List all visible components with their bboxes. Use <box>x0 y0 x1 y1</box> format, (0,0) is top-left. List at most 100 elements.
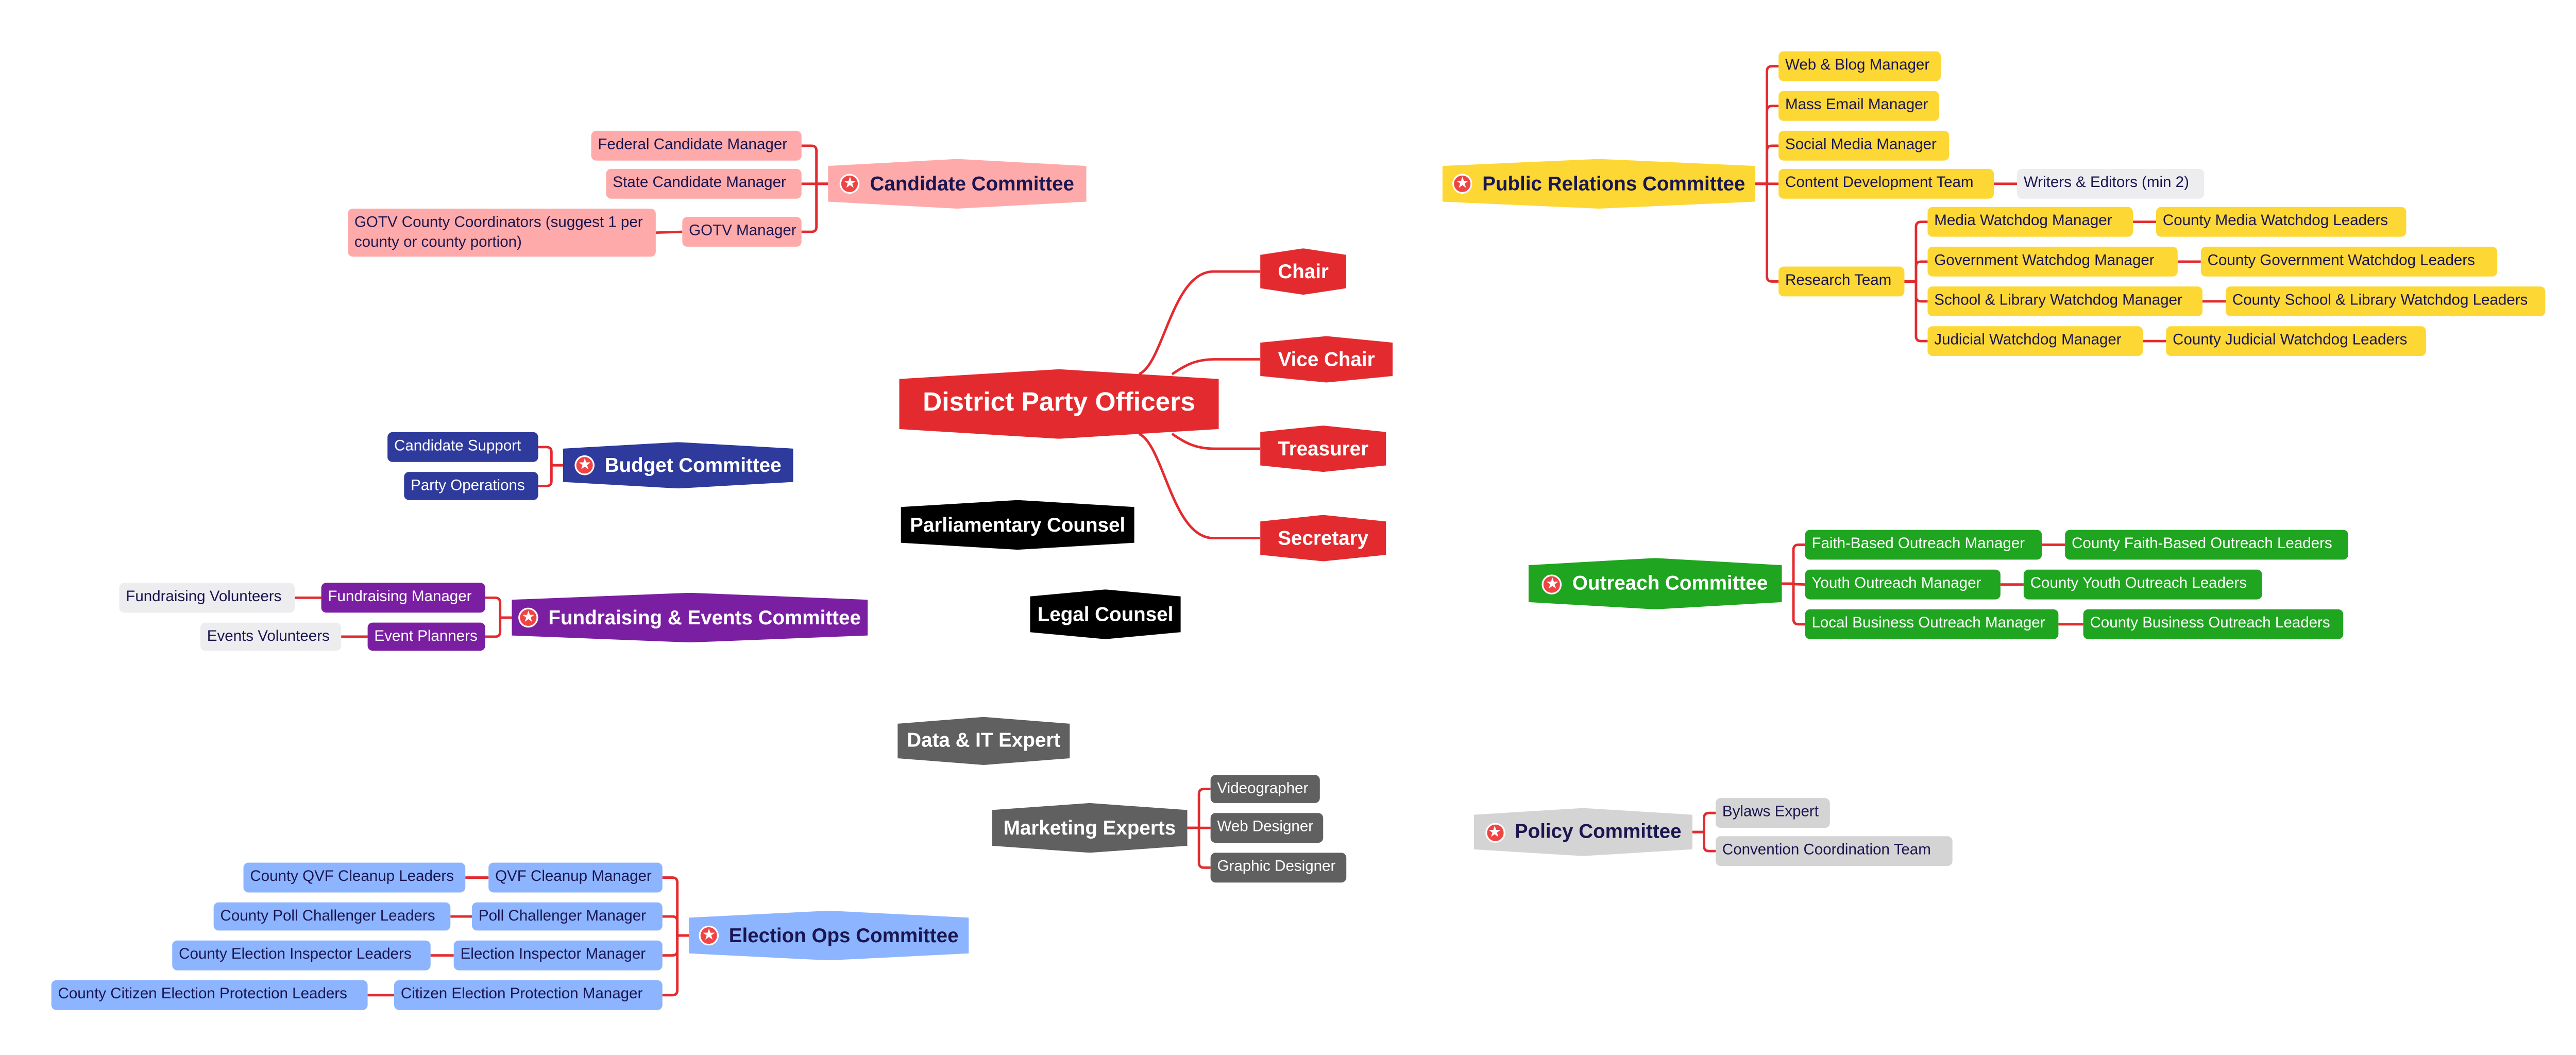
central-topic[interactable]: District Party Officers <box>899 369 1219 439</box>
election-ops-manager[interactable]: Poll Challenger Manager <box>472 902 663 931</box>
candidate-manager[interactable]: GOTV Manager <box>682 217 802 247</box>
pr-member[interactable]: Content Development Team <box>1778 168 1994 199</box>
fundraising-volunteers[interactable]: Fundraising Volunteers <box>119 583 295 613</box>
outreach-manager[interactable]: Local Business Outreach Manager <box>1805 609 2059 639</box>
connector-line <box>1187 788 1211 829</box>
connector-line <box>655 230 683 234</box>
gotv-county-coordinators[interactable]: GOTV County Coordinators (suggest 1 per … <box>348 209 656 257</box>
node-label: QVF Cleanup Manager <box>495 868 652 885</box>
connector-line <box>485 616 512 638</box>
outreach-leaders[interactable]: County Faith-Based Outreach Leaders <box>2065 530 2348 560</box>
star-icon: ★ <box>1543 573 1563 594</box>
pr-member[interactable]: Web & Blog Manager <box>1778 51 1941 81</box>
policy-member[interactable]: Convention Coordination Team <box>1716 836 1953 866</box>
node-label: County Election Inspector Leaders <box>179 946 412 963</box>
pr-member-research-team[interactable]: Research Team <box>1778 266 1905 297</box>
pr-member[interactable]: Social Media Manager <box>1778 130 1950 161</box>
node-label: Federal Candidate Manager <box>598 136 788 153</box>
election-ops-leaders[interactable]: County Election Inspector Leaders <box>172 940 431 971</box>
connector-line <box>1755 105 1779 185</box>
node-label: Content Development Team <box>1785 174 1974 191</box>
legal-counsel-node[interactable]: Legal Counsel <box>1030 589 1181 639</box>
node-label: State Candidate Manager <box>613 174 786 191</box>
connector-line <box>485 596 512 619</box>
budget-item[interactable]: Party Operations <box>404 472 538 500</box>
marketing-member[interactable]: Web Designer <box>1210 813 1324 843</box>
connector-line <box>801 144 828 185</box>
connector-line <box>1187 826 1211 869</box>
node-label: Budget Committee <box>604 453 782 477</box>
candidate-manager[interactable]: Federal Candidate Manager <box>591 130 802 161</box>
watchdog-leaders[interactable]: County Government Watchdog Leaders <box>2200 246 2498 277</box>
writers-editors[interactable]: Writers & Editors (min 2) <box>2017 168 2205 199</box>
fundraising-events-committee-node[interactable]: ★Fundraising & Events Committee <box>512 592 868 643</box>
officer-chair[interactable]: Chair <box>1260 248 1347 295</box>
officer-secretary[interactable]: Secretary <box>1260 515 1386 561</box>
marketing-member[interactable]: Graphic Designer <box>1210 853 1347 883</box>
parliamentary-counsel-node[interactable]: Parliamentary Counsel <box>901 500 1134 550</box>
node-label: Legal Counsel <box>1037 602 1174 625</box>
election-ops-leaders[interactable]: County QVF Cleanup Leaders <box>243 862 466 893</box>
node-label: Convention Coordination Team <box>1722 841 1931 858</box>
officer-vice-chair[interactable]: Vice Chair <box>1260 336 1393 383</box>
candidate-manager[interactable]: State Candidate Manager <box>606 168 802 199</box>
outreach-committee-node[interactable]: ★Outreach Committee <box>1528 558 1782 609</box>
node-label: County Faith-Based Outreach Leaders <box>2072 535 2332 552</box>
event-planners[interactable]: Event Planners <box>367 622 485 651</box>
node-label: Youth Outreach Manager <box>1811 575 1981 592</box>
connector-line <box>1782 543 1805 585</box>
outreach-manager[interactable]: Youth Outreach Manager <box>1805 569 2001 600</box>
node-label: Treasurer <box>1278 436 1369 460</box>
pr-member[interactable]: Mass Email Manager <box>1778 91 1939 121</box>
election-ops-leaders[interactable]: County Poll Challenger Leaders <box>213 902 451 931</box>
outreach-leaders[interactable]: County Business Outreach Leaders <box>2083 609 2344 639</box>
connector-line <box>1692 830 1716 853</box>
public-relations-committee-node[interactable]: ★Public Relations Committee <box>1442 159 1756 209</box>
outreach-manager[interactable]: Faith-Based Outreach Manager <box>1805 530 2042 560</box>
data-it-expert-node[interactable]: Data & IT Expert <box>897 717 1070 765</box>
watchdog-manager[interactable]: Media Watchdog Manager <box>1927 207 2133 237</box>
events-volunteers[interactable]: Events Volunteers <box>200 622 342 651</box>
officer-treasurer[interactable]: Treasurer <box>1260 426 1386 472</box>
star-icon: ★ <box>1452 174 1472 194</box>
budget-committee-node[interactable]: ★Budget Committee <box>563 442 793 489</box>
election-ops-manager[interactable]: Election Inspector Manager <box>453 940 663 971</box>
connector-line <box>1904 260 1928 283</box>
connector-line <box>662 915 689 937</box>
candidate-committee-node[interactable]: ★Candidate Committee <box>828 159 1087 209</box>
marketing-member[interactable]: Videographer <box>1210 775 1320 803</box>
node-label: County School & Library Watchdog Leaders <box>2232 292 2528 309</box>
election-ops-committee-node[interactable]: ★Election Ops Committee <box>689 910 969 961</box>
node-label: Candidate Committee <box>870 171 1075 195</box>
connector-line <box>1755 65 1779 185</box>
node-label: Research Team <box>1785 271 1892 289</box>
watchdog-leaders[interactable]: County Media Watchdog Leaders <box>2156 207 2406 237</box>
policy-member[interactable]: Bylaws Expert <box>1716 798 1830 828</box>
election-ops-manager[interactable]: Citizen Election Protection Manager <box>394 980 663 1010</box>
node-label: Event Planners <box>374 627 478 644</box>
policy-committee-node[interactable]: ★Policy Committee <box>1473 808 1693 856</box>
watchdog-manager[interactable]: Judicial Watchdog Manager <box>1927 326 2143 356</box>
watchdog-leaders[interactable]: County Judicial Watchdog Leaders <box>2166 326 2426 356</box>
budget-item[interactable]: Candidate Support <box>387 432 538 462</box>
watchdog-manager[interactable]: Government Watchdog Manager <box>1927 246 2178 277</box>
node-label: Election Ops Committee <box>728 923 959 946</box>
fundraising-manager[interactable]: Fundraising Manager <box>321 583 485 613</box>
node-label: GOTV Manager <box>689 222 796 239</box>
outreach-leaders[interactable]: County Youth Outreach Leaders <box>2023 569 2262 600</box>
marketing-experts-node[interactable]: Marketing Experts <box>992 803 1188 853</box>
connector-line <box>1755 182 1779 283</box>
node-label: Candidate Support <box>394 437 521 454</box>
node-label: County QVF Cleanup Leaders <box>250 868 454 885</box>
watchdog-leaders[interactable]: County School & Library Watchdog Leaders <box>2226 286 2546 316</box>
node-label: GOTV County Coordinators (suggest 1 per … <box>354 213 643 249</box>
election-ops-manager[interactable]: QVF Cleanup Manager <box>488 862 663 893</box>
watchdog-manager[interactable]: School & Library Watchdog Manager <box>1927 286 2203 316</box>
connector-line <box>1904 220 1928 283</box>
connector-line <box>1904 280 1928 343</box>
node-label: District Party Officers <box>923 389 1195 418</box>
node-label: Videographer <box>1217 779 1309 796</box>
election-ops-leaders[interactable]: County Citizen Election Protection Leade… <box>51 980 368 1010</box>
